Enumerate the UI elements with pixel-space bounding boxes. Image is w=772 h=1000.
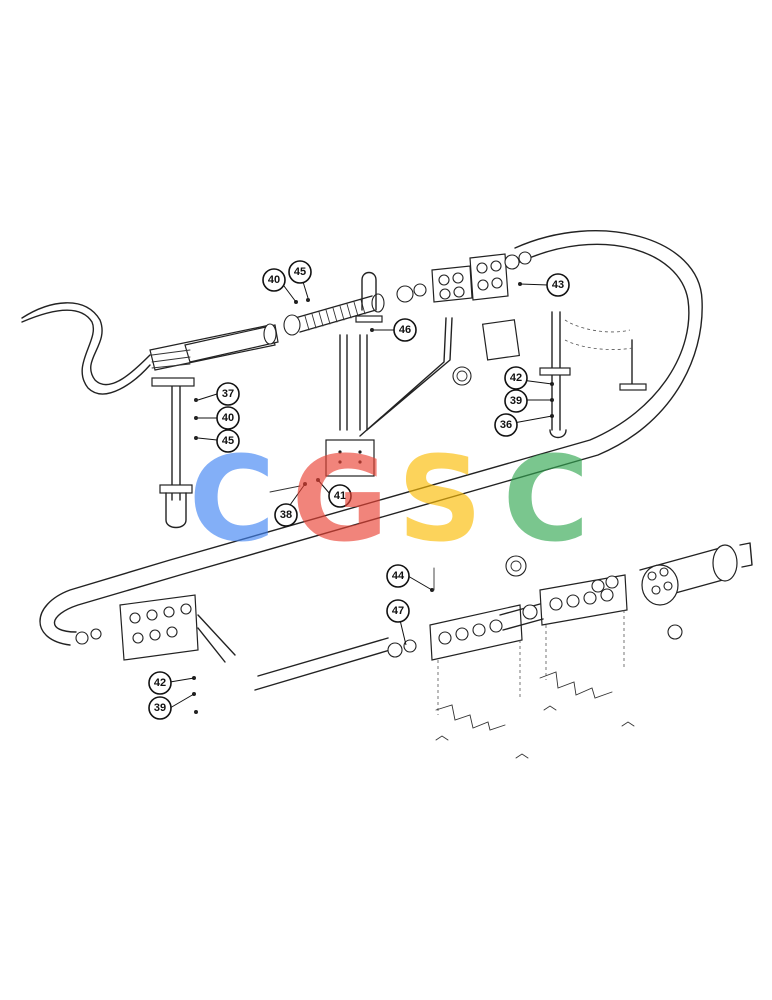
cylinder-housing xyxy=(639,542,753,640)
callout-label: 42 xyxy=(154,677,166,689)
callout-label: 44 xyxy=(392,570,405,582)
cgsc-watermark: C G S C xyxy=(189,430,590,568)
callout-label: 43 xyxy=(552,279,564,291)
callout-label: 39 xyxy=(510,395,522,407)
callout-41: 41 xyxy=(328,484,352,508)
callout-label: 40 xyxy=(268,274,280,286)
lower-manifold-right xyxy=(539,574,628,699)
callout-label: 45 xyxy=(222,435,234,447)
callout-42-right: 42 xyxy=(504,366,528,390)
watermark-letter-c1: C xyxy=(189,430,276,568)
main-hose xyxy=(39,230,703,691)
spring-hose xyxy=(283,293,385,336)
callout-42-left: 42 xyxy=(148,671,172,695)
callout-label: 38 xyxy=(280,509,292,521)
callout-40-top: 40 xyxy=(262,268,286,292)
u-bolt-top xyxy=(355,271,383,323)
callout-37: 37 xyxy=(216,382,240,406)
fan-reel-bottom xyxy=(505,555,527,577)
callout-label: 41 xyxy=(334,490,346,502)
callout-39-left: 39 xyxy=(148,696,172,720)
left-wavy-hose xyxy=(21,302,151,395)
callout-label: 46 xyxy=(399,324,411,336)
callout-label: 47 xyxy=(392,605,404,617)
callout-label: 45 xyxy=(294,266,306,278)
callout-label: 40 xyxy=(222,412,234,424)
watermark-letter-s: S xyxy=(398,430,483,568)
callout-38: 38 xyxy=(274,503,298,527)
support-rods xyxy=(151,311,647,529)
fan-reel-top xyxy=(452,366,472,386)
watermark-letter-g: G xyxy=(292,430,389,568)
watermark-letter-c2: C xyxy=(503,430,590,568)
callout-45-top: 45 xyxy=(288,260,312,284)
callout-46: 46 xyxy=(393,318,417,342)
funnel-manifold xyxy=(149,323,279,371)
lower-manifold-left xyxy=(429,604,523,731)
connector-tubes xyxy=(387,575,619,658)
lower-left-plate xyxy=(75,594,236,663)
callout-45-mid: 45 xyxy=(216,429,240,453)
callout-36: 36 xyxy=(494,413,518,437)
callout-label: 39 xyxy=(154,702,166,714)
callout-label: 37 xyxy=(222,388,234,400)
callout-39-right: 39 xyxy=(504,389,528,413)
callout-47: 47 xyxy=(386,599,410,623)
callout-label: 36 xyxy=(500,419,512,431)
callout-43: 43 xyxy=(546,273,570,297)
callout-44: 44 xyxy=(386,564,410,588)
top-right-plate xyxy=(396,251,532,361)
callout-40-mid: 40 xyxy=(216,406,240,430)
callout-label: 42 xyxy=(510,372,522,384)
